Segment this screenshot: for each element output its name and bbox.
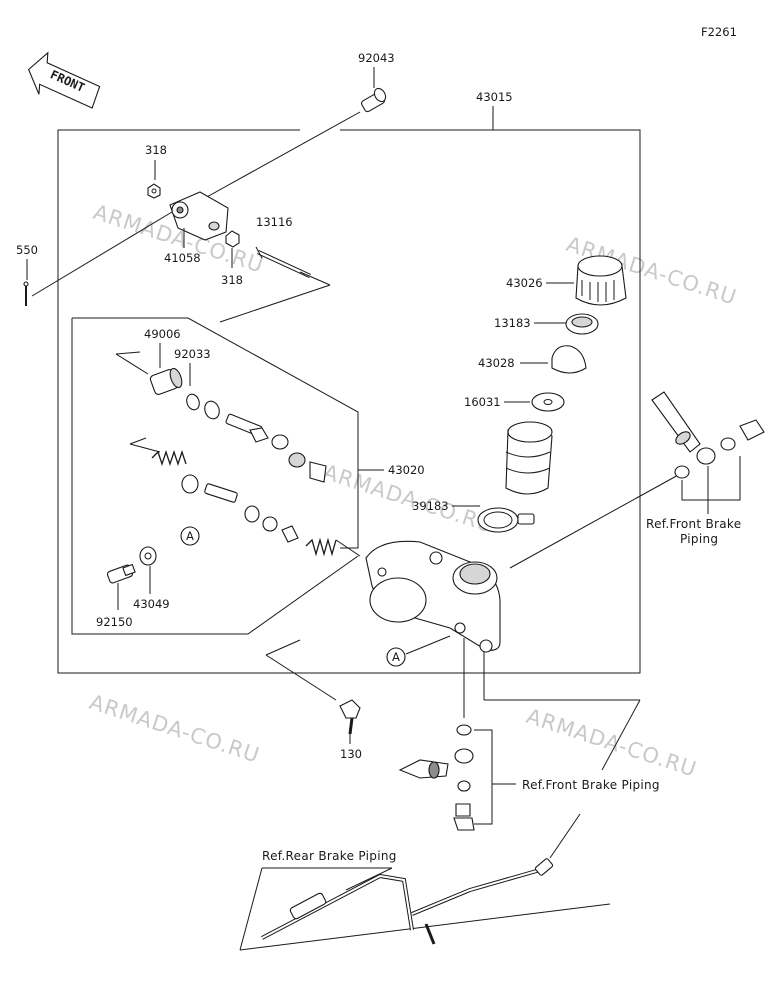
piston-kit-outline-43020 [71,317,359,635]
label-13116: 13116 [256,215,293,229]
label-39183: 39183 [412,499,449,513]
master-cylinder-body [365,540,501,653]
label-318-top: 318 [145,143,167,157]
cotter-pin-550 [23,281,29,306]
callout-a-upper [180,526,200,546]
label-13183: 13183 [494,316,531,330]
assembly-outline-43015 [57,129,641,674]
spring-small [151,449,187,467]
ref-front-brake-piping-lower: Ref.Front Brake Piping [522,778,660,792]
label-318-bottom: 318 [221,273,243,287]
ring-92033 [186,393,200,411]
label-16031: 16031 [464,395,501,409]
front-arrow-icon: FRONT [27,51,101,109]
watermark-4: ARMADA-CO.RU [86,690,262,768]
label-92033: 92033 [174,347,211,361]
label-43026: 43026 [506,276,543,290]
label-43015: 43015 [476,90,513,104]
piston-assembly-lower [181,474,299,543]
cup-49006 [149,367,183,395]
ref-rear-brake-piping: Ref.Rear Brake Piping [262,849,397,863]
clamp-39183 [477,507,535,533]
label-49006: 49006 [144,327,181,341]
nut-318-top [147,183,161,199]
cap-43026 [575,255,627,306]
label-130: 130 [340,747,362,761]
label-92150: 92150 [96,615,133,629]
rear-brake-pipe [261,858,554,945]
label-43049: 43049 [133,597,170,611]
label-43020: 43020 [388,463,425,477]
diagram-code: F2261 [701,25,737,39]
diaphragm-plate-13183 [565,313,599,335]
front-brake-hose-fitting [651,391,765,479]
label-41058: 41058 [164,251,201,265]
washer-43049 [139,546,157,566]
ref-front-brake-piping-upper: Ref.Front Brake [646,517,741,531]
bolt-92150 [106,563,136,584]
label-550: 550 [16,243,38,257]
label-92043: 92043 [358,51,395,65]
washer-16031 [531,392,565,412]
reservoir-hose [505,421,553,495]
piston-assembly-upper [204,400,327,483]
ref-front-brake-piping-upper-2: Piping [680,532,718,546]
label-43028: 43028 [478,356,515,370]
spring-large [305,537,337,557]
banjo-fitting-stack [398,724,475,831]
callout-a-lower [386,647,406,667]
nut-318-bottom [225,230,240,248]
diaphragm-43028 [551,345,587,374]
callout-a-lower-label: A [392,650,400,664]
watermark-5: ARMADA-CO.RU [523,704,699,782]
push-rod-13116 [255,246,311,279]
callout-a-upper-label: A [186,529,194,543]
pin-92043 [361,87,387,113]
